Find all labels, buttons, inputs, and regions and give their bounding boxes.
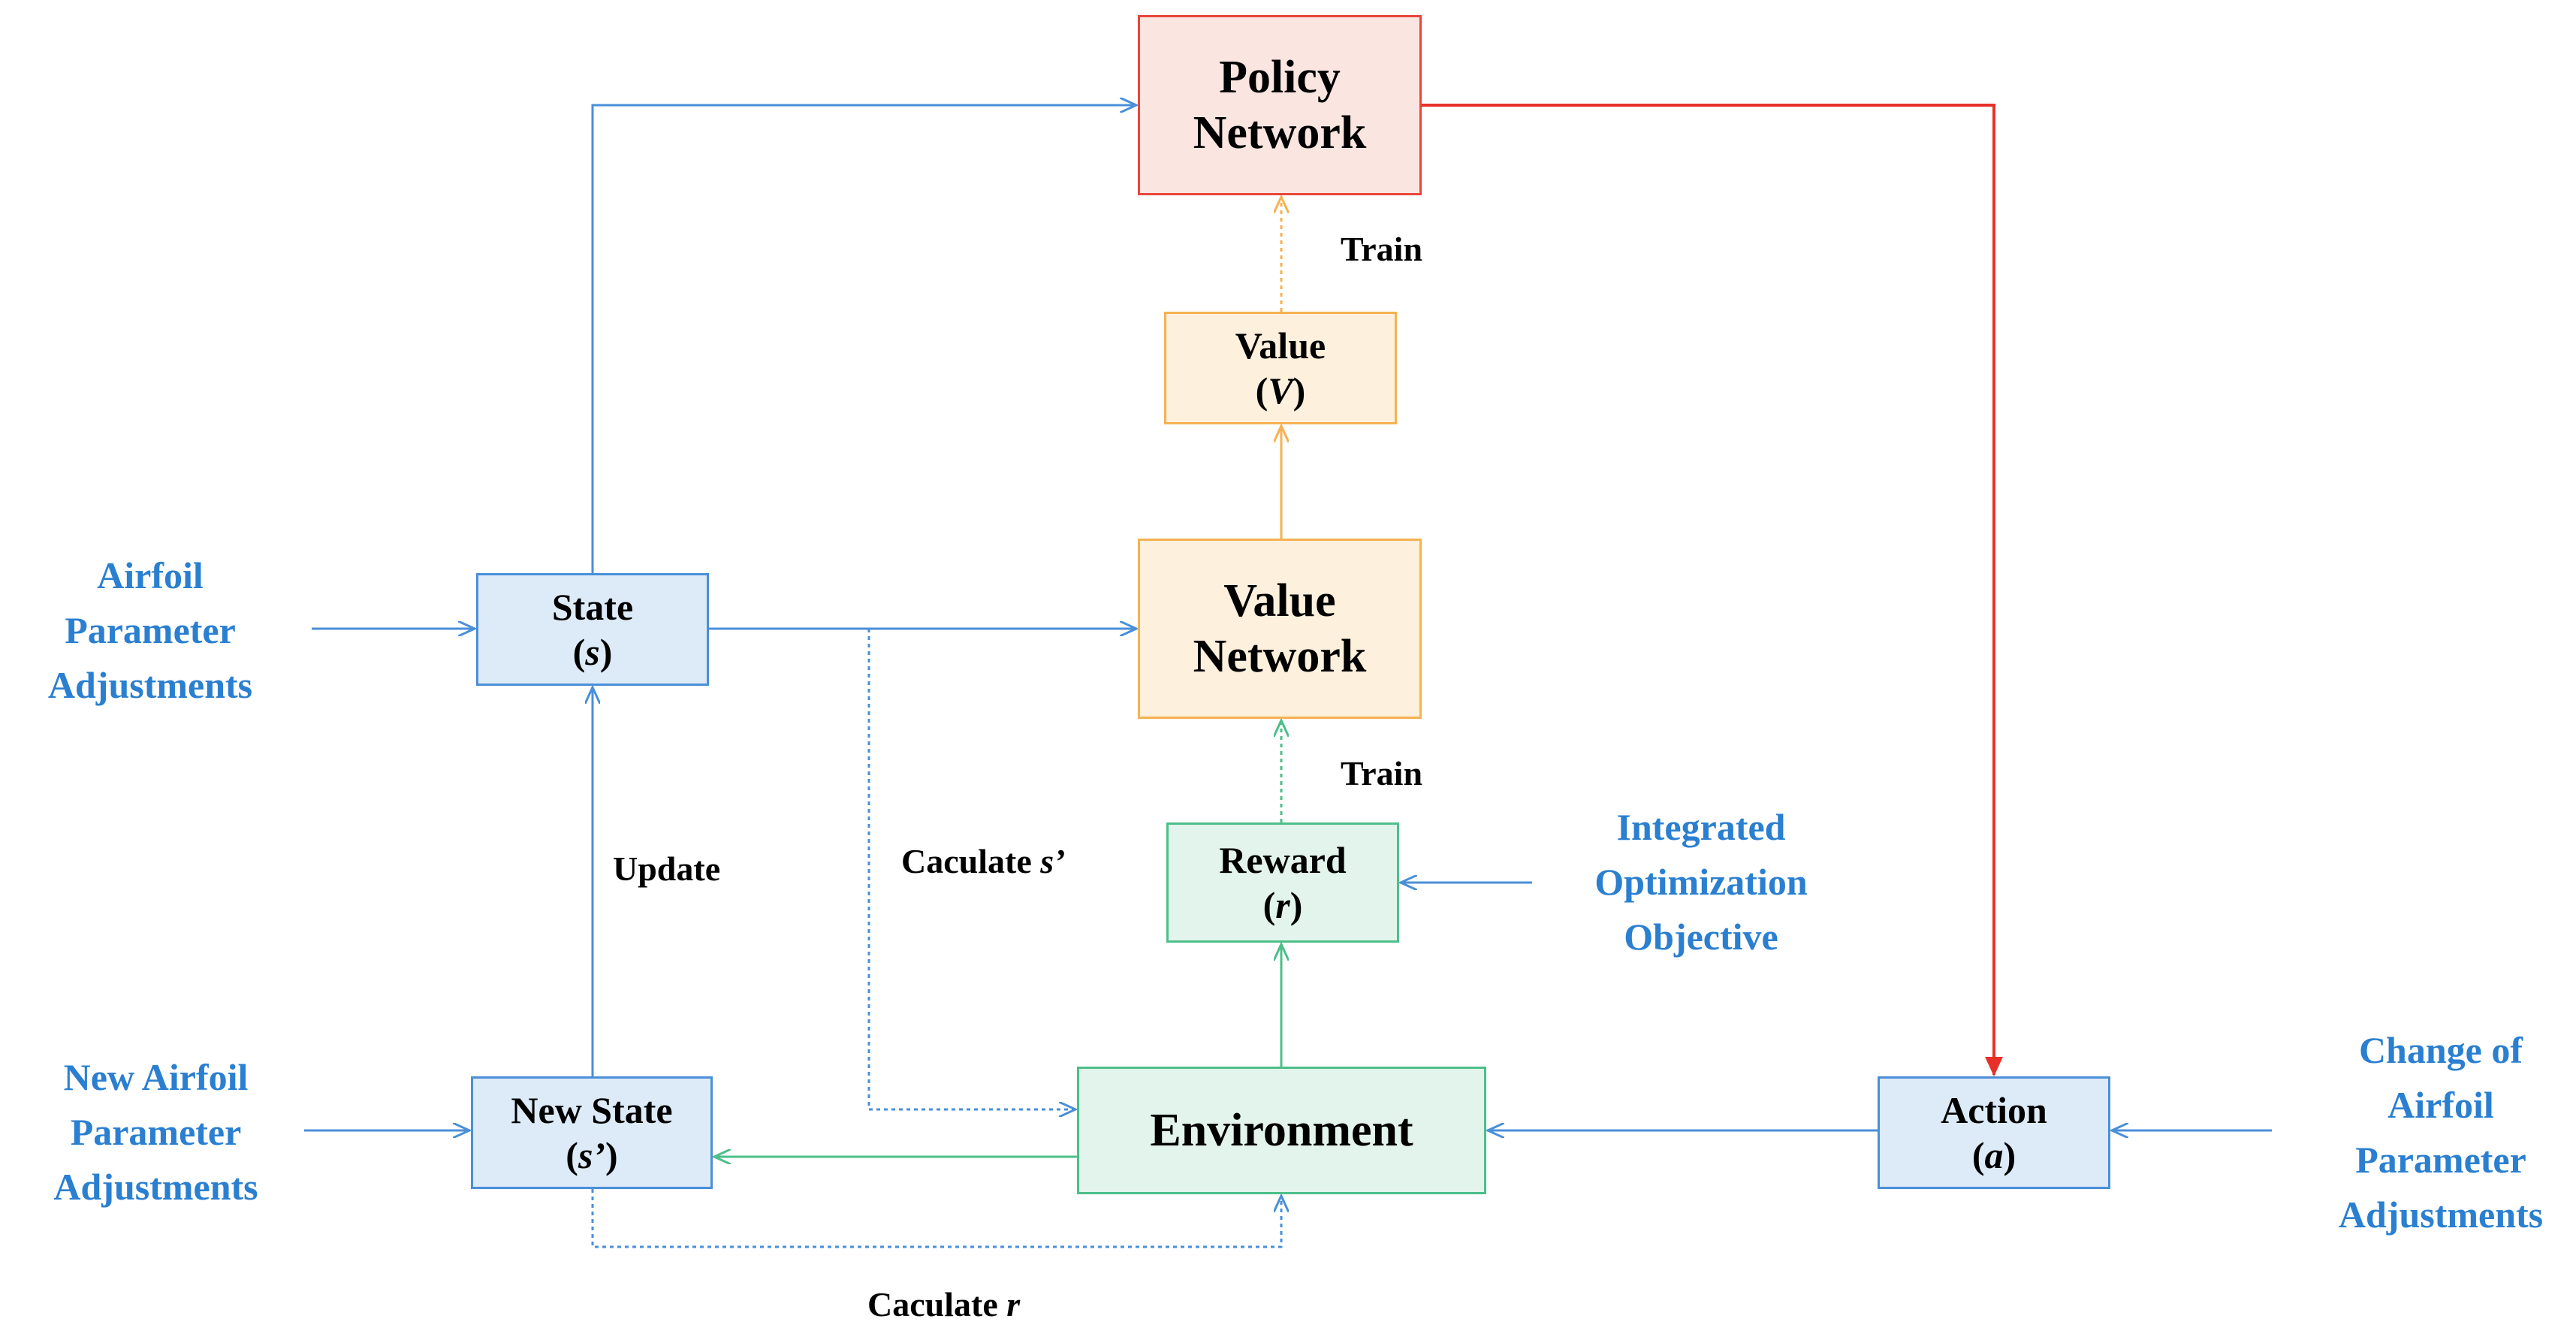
calculate-r-symbol: r (1006, 1285, 1021, 1323)
optimization-objective-line: Objective (1624, 916, 1778, 958)
reward-symbol: r (1275, 884, 1290, 926)
policy-network-line1: Policy (1219, 51, 1341, 103)
calculate-r-prefix: Caculate (867, 1285, 1007, 1323)
policy-network-node: Policy Network (1138, 15, 1422, 195)
edge-calc-r-dotted (591, 1189, 1281, 1248)
calculate-r-label: Caculate r (867, 1284, 1020, 1324)
change-of-airfoil-line: Adjustments (2338, 1194, 2544, 1236)
optimization-objective-line: Integrated (1616, 806, 1786, 848)
state-label: State (551, 586, 634, 628)
policy-network-line2: Network (1193, 107, 1367, 158)
new-state-node: New State (s’) (471, 1076, 713, 1189)
value-node: Value (V) (1164, 312, 1397, 424)
optimization-objective-line: Optimization (1594, 861, 1808, 903)
value-network-node: Value Network (1138, 539, 1422, 719)
value-network-line2: Network (1193, 631, 1367, 682)
change-of-airfoil-line: Airfoil (2387, 1084, 2494, 1126)
train-value-network-label: Train (1341, 754, 1423, 792)
airfoil-adjustments-input: Airfoil Parameter Adjustments (0, 548, 300, 713)
reward-node: Reward (r) (1166, 822, 1399, 943)
environment-node: Environment (1077, 1067, 1486, 1194)
action-label: Action (1941, 1089, 2047, 1131)
optimization-objective-input: Integrated Optimization Objective (1555, 800, 1848, 964)
new-airfoil-adjustments-line: Parameter (70, 1111, 242, 1153)
new-airfoil-adjustments-input: New Airfoil Parameter Adjustments (0, 1050, 312, 1215)
calculate-s-label: Caculate s’ (901, 841, 1065, 881)
train-policy-label: Train (1341, 230, 1423, 268)
calculate-s-prefix: Caculate (901, 842, 1041, 880)
airfoil-adjustments-line: Parameter (65, 609, 236, 651)
state-symbol: s (585, 631, 600, 673)
state-node: State (s) (476, 573, 709, 686)
environment-label: Environment (1150, 1104, 1413, 1156)
airfoil-adjustments-line: Adjustments (47, 664, 253, 706)
edge-state-to-policy (591, 105, 1136, 573)
new-state-symbol: s’ (578, 1134, 606, 1176)
change-of-airfoil-line: Change of (2358, 1029, 2523, 1071)
new-airfoil-adjustments-line: New Airfoil (63, 1056, 249, 1098)
reward-label: Reward (1219, 839, 1347, 881)
edge-policy-to-action (1422, 104, 2003, 1076)
new-state-label: New State (511, 1089, 673, 1131)
action-node: Action (a) (1878, 1076, 2110, 1189)
value-symbol: V (1268, 370, 1293, 412)
action-symbol: a (1984, 1134, 2004, 1176)
airfoil-adjustments-line: Airfoil (97, 554, 204, 596)
calculate-s-symbol: s’ (1040, 842, 1066, 880)
update-label: Update (613, 850, 721, 888)
value-network-line1: Value (1223, 575, 1336, 626)
new-airfoil-adjustments-line: Adjustments (53, 1166, 258, 1208)
value-label: Value (1235, 324, 1326, 367)
change-of-airfoil-line: Parameter (2355, 1139, 2526, 1181)
change-of-airfoil-input: Change of Airfoil Parameter Adjustments (2309, 1023, 2572, 1242)
edge-calc-s-dotted (867, 629, 1075, 1109)
